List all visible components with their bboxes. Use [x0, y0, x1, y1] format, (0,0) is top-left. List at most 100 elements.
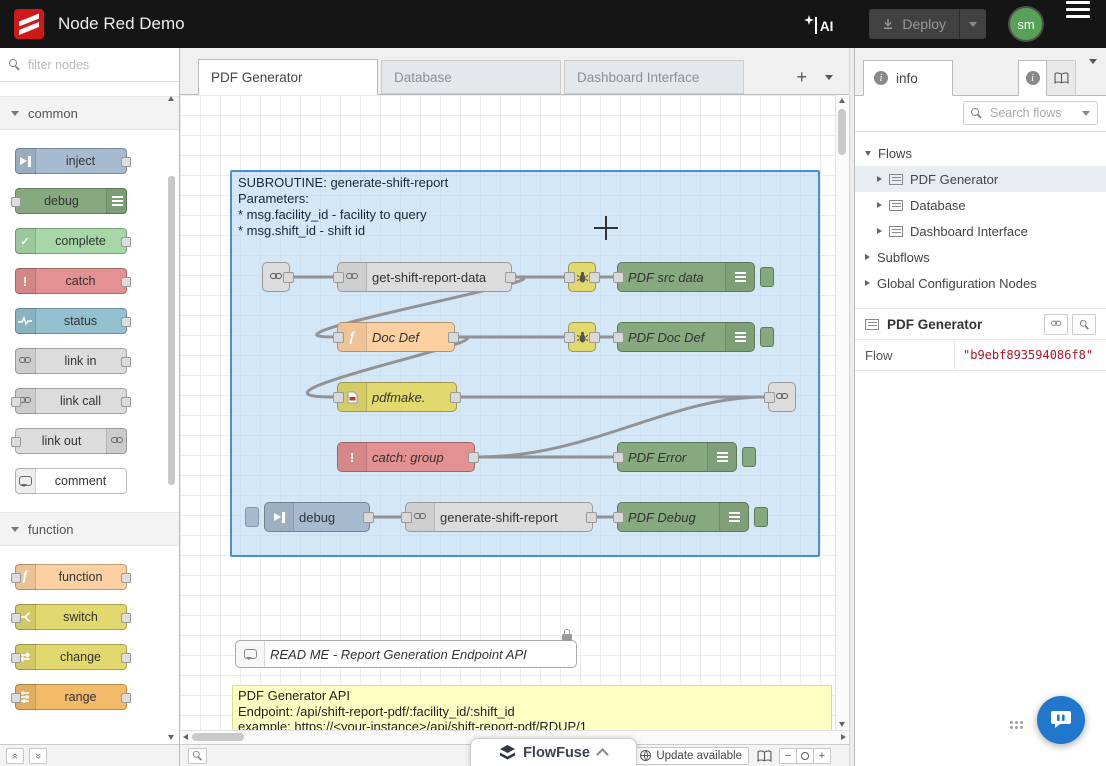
tree-item-global-config[interactable]: Global Configuration Nodes [855, 270, 1106, 296]
scroll-down-arrow[interactable] [839, 722, 845, 727]
palette-node-range[interactable]: range [15, 684, 127, 710]
scrollbar-thumb[interactable] [168, 176, 175, 485]
palette-category-common[interactable]: common [0, 96, 179, 130]
palette-node-function[interactable]: function [15, 564, 127, 590]
zoom-in-button[interactable]: + [813, 748, 831, 764]
input-port[interactable] [401, 512, 412, 523]
book-icon[interactable] [757, 750, 772, 762]
copy-link-button[interactable] [1044, 314, 1068, 335]
input-port[interactable] [613, 512, 624, 523]
flowfuse-banner[interactable]: FlowFuse [470, 738, 637, 766]
debug-enable-toggle[interactable] [760, 327, 774, 347]
output-port[interactable] [283, 272, 294, 283]
node-function-doc-def[interactable]: Doc Def [337, 322, 455, 352]
output-port[interactable] [121, 573, 131, 583]
drag-grip[interactable] [1010, 721, 1024, 730]
output-port[interactable] [363, 512, 374, 523]
scroll-up-arrow[interactable] [839, 98, 845, 103]
output-port[interactable] [468, 452, 479, 463]
output-port[interactable] [121, 157, 131, 167]
sidebar-minitab-help[interactable] [1047, 60, 1076, 96]
node-link-out[interactable] [768, 382, 796, 412]
tab-pdf-generator[interactable]: PDF Generator [198, 59, 378, 95]
input-port[interactable] [613, 332, 624, 343]
deploy-main[interactable]: Deploy [869, 9, 959, 39]
input-port[interactable] [11, 573, 21, 583]
canvas-search-button[interactable] [188, 748, 207, 764]
input-port[interactable] [11, 437, 21, 447]
input-port[interactable] [564, 272, 575, 283]
collapse-categories-button[interactable] [6, 748, 24, 764]
tree-item-database[interactable]: Database [855, 192, 1106, 218]
palette-node-link-in[interactable]: link in [15, 348, 127, 374]
tree-item-flows[interactable]: Flows [855, 140, 1106, 166]
node-debug-pdf-debug[interactable]: PDF Debug [617, 502, 749, 532]
search-flow-button[interactable] [1072, 314, 1096, 335]
palette-filter-input[interactable] [26, 57, 191, 73]
expand-categories-button[interactable] [29, 748, 47, 764]
output-port[interactable] [121, 693, 131, 703]
debug-enable-toggle[interactable] [754, 507, 768, 527]
canvas-vertical-scrollbar[interactable] [835, 95, 849, 730]
palette-node-debug[interactable]: debug [15, 188, 127, 214]
input-port[interactable] [613, 452, 624, 463]
input-port[interactable] [564, 332, 575, 343]
output-port[interactable] [121, 277, 131, 287]
sidebar-search-box[interactable] [963, 101, 1098, 125]
tab-dashboard-interface[interactable]: Dashboard Interface [564, 60, 744, 94]
output-port[interactable] [450, 392, 461, 403]
deploy-button[interactable]: Deploy [869, 9, 986, 39]
node-debug-pdf-doc-def[interactable]: PDF Doc Def [617, 322, 755, 352]
ai-assistant-button[interactable]: AI [804, 15, 834, 34]
palette-node-link-out[interactable]: link out [15, 428, 127, 454]
output-port[interactable] [121, 613, 131, 623]
add-flow-button[interactable]: + [796, 68, 807, 86]
input-port[interactable] [11, 197, 21, 207]
output-port[interactable] [121, 357, 131, 367]
node-pdfmake[interactable]: pdfmake. [337, 382, 457, 412]
input-port[interactable] [613, 272, 624, 283]
zoom-reset-button[interactable] [796, 748, 814, 764]
input-port[interactable] [333, 392, 344, 403]
tab-list-chevron-icon[interactable] [825, 75, 833, 80]
api-note[interactable]: PDF Generator API Endpoint: /api/shift-r… [232, 685, 832, 730]
tree-item-subflows[interactable]: Subflows [855, 244, 1106, 270]
output-port[interactable] [505, 272, 516, 283]
palette-node-status[interactable]: status [15, 308, 127, 334]
flow-search-input[interactable] [988, 105, 1076, 121]
input-port[interactable] [764, 392, 775, 403]
output-port[interactable] [121, 237, 131, 247]
palette-scrollbar[interactable] [167, 96, 176, 740]
chat-widget-button[interactable] [1037, 696, 1085, 744]
output-port[interactable] [121, 653, 131, 663]
palette-node-inject[interactable]: inject [15, 148, 127, 174]
output-port[interactable] [448, 332, 459, 343]
collapse-chevron-icon[interactable] [596, 748, 609, 761]
scroll-right-arrow[interactable] [841, 734, 846, 740]
output-port[interactable] [121, 397, 131, 407]
output-port[interactable] [589, 272, 600, 283]
scrollbar-thumb[interactable] [192, 733, 244, 741]
input-port[interactable] [11, 653, 21, 663]
node-debug-pdf-error[interactable]: PDF Error [617, 442, 737, 472]
palette-node-link-call[interactable]: link call [15, 388, 127, 414]
input-port[interactable] [333, 272, 344, 283]
output-port[interactable] [121, 317, 131, 327]
node-inject-debug[interactable]: debug [264, 502, 370, 532]
palette-node-catch[interactable]: catch [15, 268, 127, 294]
palette-category-function[interactable]: function [0, 512, 179, 546]
node-debug-pdf-src-data[interactable]: PDF src data [617, 262, 755, 292]
input-port[interactable] [11, 397, 21, 407]
node-link-call-generate-shift-report[interactable]: generate-shift-report [405, 502, 593, 532]
palette-node-change[interactable]: change [15, 644, 127, 670]
output-port[interactable] [589, 332, 600, 343]
node-yellow-mini-1[interactable] [568, 262, 596, 292]
main-menu-button[interactable] [1066, 14, 1092, 35]
debug-enable-toggle[interactable] [760, 267, 774, 287]
node-link-call-get-shift-report-data[interactable]: get-shift-report-data [337, 262, 512, 292]
node-catch-group[interactable]: catch: group [337, 442, 475, 472]
zoom-out-button[interactable]: − [779, 748, 797, 764]
tab-database[interactable]: Database [381, 60, 561, 94]
node-yellow-mini-2[interactable] [568, 322, 596, 352]
output-port[interactable] [586, 512, 597, 523]
